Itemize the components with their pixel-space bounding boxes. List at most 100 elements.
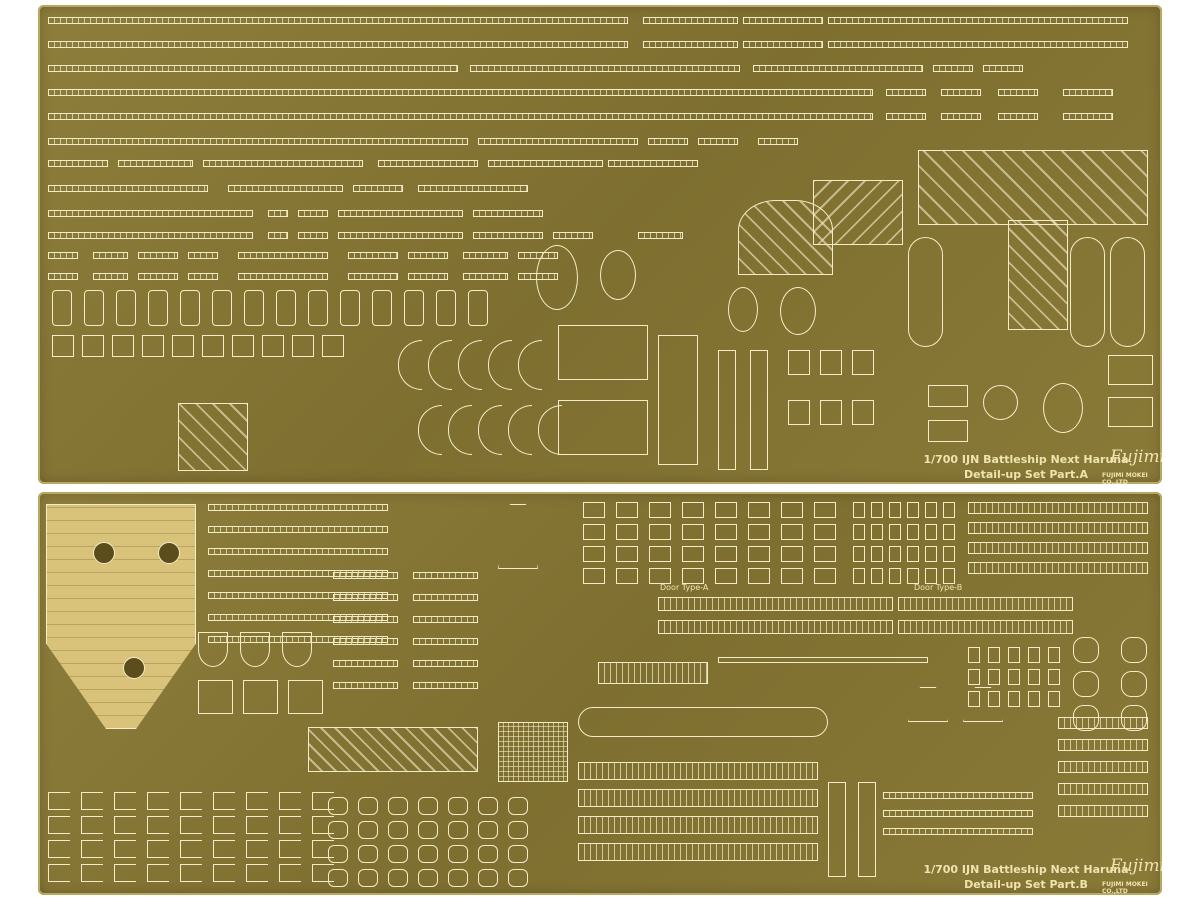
hole-marking	[93, 542, 115, 564]
railing-part	[48, 65, 458, 72]
door-frame-part	[682, 546, 704, 562]
small-part	[968, 669, 980, 685]
grating-part	[498, 722, 568, 782]
bracket-part	[48, 840, 70, 858]
small-part	[925, 546, 937, 562]
round-part	[983, 385, 1018, 420]
door-frame-part	[715, 568, 737, 584]
platform-part	[243, 680, 278, 714]
bracket-part	[246, 816, 268, 834]
railing-part	[208, 526, 388, 533]
platform-frame-part	[558, 400, 648, 455]
mast-leg-part	[718, 350, 736, 470]
railing-part	[933, 65, 973, 72]
railing-part	[93, 252, 128, 259]
door-frame-part	[649, 568, 671, 584]
railing-part	[643, 41, 738, 48]
bracket-part	[114, 864, 136, 882]
door-frame-part	[616, 524, 638, 540]
bracket-part	[358, 821, 378, 839]
railing-part	[378, 160, 478, 167]
railing-part	[298, 232, 328, 239]
bracket-part	[312, 864, 334, 882]
door-frame-part	[616, 568, 638, 584]
railing-part	[883, 810, 1033, 817]
small-part	[1028, 669, 1040, 685]
hole-marking	[123, 657, 145, 679]
railing-part	[753, 65, 923, 72]
bracket-part	[180, 792, 202, 810]
curved-part	[478, 405, 502, 455]
plate-part	[928, 385, 968, 407]
funnel-cap-part	[498, 504, 538, 569]
bracket-part	[213, 816, 235, 834]
bracket-part	[48, 792, 70, 810]
small-bracket-part	[82, 335, 104, 357]
grid-platform-part	[178, 403, 248, 471]
curved-part	[428, 340, 452, 390]
railing-part	[333, 594, 398, 601]
small-part	[943, 568, 955, 584]
railing-part	[968, 542, 1148, 554]
railing-part	[413, 660, 478, 667]
railing-part	[48, 210, 253, 217]
boat-davit-part	[1110, 237, 1145, 347]
butterfly-part	[1121, 637, 1147, 663]
photo-etch-fret-part-a: 1/700 IJN Battleship Next Haruna Detail-…	[38, 5, 1162, 484]
small-part	[907, 502, 919, 518]
bracket-part	[48, 816, 70, 834]
ladder-part	[436, 290, 456, 326]
bracket-part	[147, 864, 169, 882]
ladder-part	[468, 290, 488, 326]
railing-part	[413, 616, 478, 623]
butterfly-part	[1073, 671, 1099, 697]
door-frame-part	[814, 502, 836, 518]
railing-part	[828, 41, 1128, 48]
fret-b-title: 1/700 IJN Battleship Next Haruna Detail-…	[916, 862, 1136, 892]
curved-part	[488, 340, 512, 390]
small-part	[1048, 647, 1060, 663]
bracket-part	[388, 797, 408, 815]
bracket-part	[328, 845, 348, 863]
maker-name: FUJIMI MOKEI CO.,LTD	[1102, 881, 1148, 895]
boat-rack-part	[578, 789, 818, 807]
railing-part	[553, 232, 593, 239]
porthole-part	[780, 287, 816, 335]
chain-part	[1058, 739, 1148, 751]
fujimi-logo: Fujimi	[1110, 447, 1162, 467]
porthole-part	[536, 245, 578, 310]
boat-davit-part	[1070, 237, 1105, 347]
railing-part	[983, 65, 1023, 72]
bracket-part	[114, 816, 136, 834]
butterfly-part	[1121, 671, 1147, 697]
door-row-part	[898, 597, 1073, 611]
railing-part	[470, 65, 740, 72]
ladder-part	[404, 290, 424, 326]
bracket-part	[180, 816, 202, 834]
boat-rack-part	[578, 816, 818, 834]
bracket-part	[448, 797, 468, 815]
railing-part	[138, 252, 178, 259]
fitting-part	[852, 350, 874, 375]
ladder-part	[212, 290, 232, 326]
railing-part	[828, 17, 1128, 24]
bracket-part	[147, 816, 169, 834]
piping-part	[578, 707, 828, 737]
door-row-part	[658, 620, 893, 634]
door-frame-part	[583, 568, 605, 584]
bracket-part	[213, 792, 235, 810]
railing-part	[333, 638, 398, 645]
bracket-part	[418, 845, 438, 863]
fret-a-title-line1: 1/700 IJN Battleship Next Haruna	[923, 453, 1129, 466]
railing-part	[118, 160, 193, 167]
railing-part	[648, 138, 688, 145]
bracket-part	[246, 864, 268, 882]
door-frame-part	[748, 524, 770, 540]
railing-part	[333, 682, 398, 689]
bracket-part	[358, 797, 378, 815]
railing-part	[638, 232, 683, 239]
bracket-part	[508, 869, 528, 887]
shield-part	[908, 687, 948, 722]
shield-part	[240, 632, 270, 667]
butterfly-part	[1121, 705, 1147, 731]
